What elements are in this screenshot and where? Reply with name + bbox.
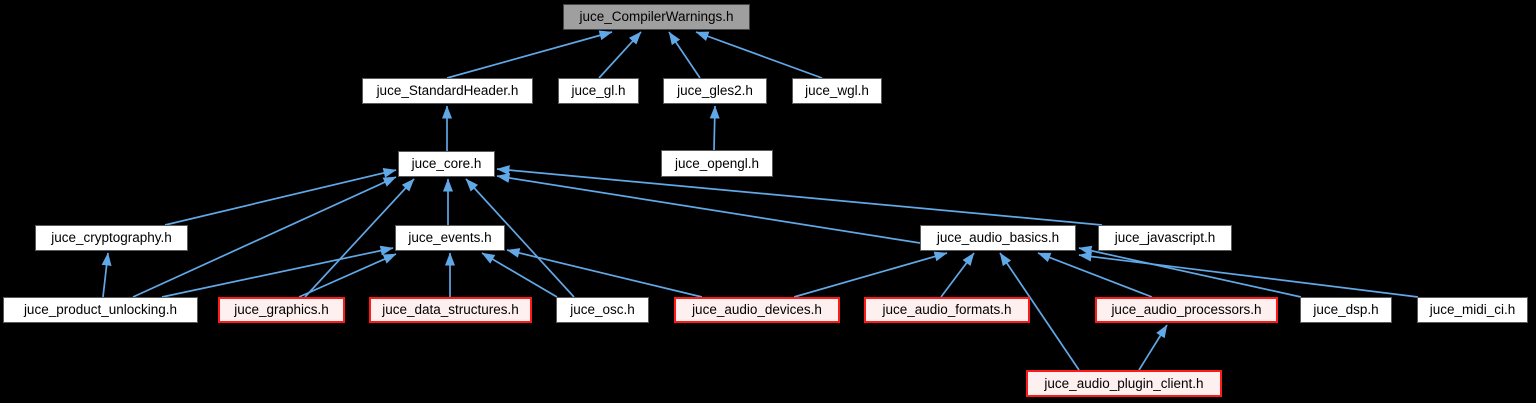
graph-node-audio_basics[interactable]: juce_audio_basics.h — [920, 225, 1076, 251]
graph-node-label: juce_StandardHeader.h — [376, 83, 519, 99]
edge-audio_formats-to-audio_basics — [940, 252, 975, 298]
edge-midi_ci-to-audio_basics — [1078, 251, 1419, 298]
graph-node-label: juce_events.h — [408, 230, 492, 246]
edge-osc-to-core — [465, 178, 575, 298]
graph-node-gl[interactable]: juce_gl.h — [558, 78, 639, 104]
graph-node-osc[interactable]: juce_osc.h — [556, 297, 649, 323]
graph-node-label: juce_data_structures.h — [382, 302, 519, 318]
edge-audio_basics-to-core — [496, 173, 921, 244]
graph-node-label: juce_gles2.h — [677, 83, 753, 99]
graph-node-data_structures[interactable]: juce_data_structures.h — [369, 297, 532, 323]
graph-node-label: juce_graphics.h — [234, 302, 329, 318]
graph-node-opengl[interactable]: juce_opengl.h — [661, 150, 773, 177]
graph-node-label: juce_audio_devices.h — [692, 302, 822, 318]
graph-node-compiler_warnings: juce_CompilerWarnings.h — [563, 4, 750, 30]
graph-node-product_unlocking[interactable]: juce_product_unlocking.h — [3, 297, 198, 323]
edge-graphics-to-core — [304, 178, 415, 298]
edge-cryptography-to-core — [164, 168, 397, 226]
edge-graphics-to-events — [298, 253, 397, 298]
graph-node-audio_devices[interactable]: juce_audio_devices.h — [674, 297, 840, 323]
graph-node-label: juce_wgl.h — [805, 83, 869, 99]
graph-node-core[interactable]: juce_core.h — [398, 151, 495, 177]
graph-node-label: juce_opengl.h — [674, 155, 760, 171]
edge-gles2-to-compiler_warnings — [668, 31, 701, 79]
graph-node-javascript[interactable]: juce_javascript.h — [1098, 225, 1232, 251]
edge-opengl-to-gles2 — [709, 105, 720, 151]
graph-node-dsp[interactable]: juce_dsp.h — [1300, 297, 1392, 323]
graph-node-label: juce_audio_processors.h — [1111, 302, 1262, 318]
edge-gl-to-compiler_warnings — [598, 31, 642, 79]
graph-node-label: juce_midi_ci.h — [1429, 302, 1516, 318]
graph-node-standard_header[interactable]: juce_StandardHeader.h — [362, 78, 533, 104]
graph-node-label: juce_cryptography.h — [51, 230, 172, 246]
graph-node-midi_ci[interactable]: juce_midi_ci.h — [1417, 297, 1528, 323]
graph-node-graphics[interactable]: juce_graphics.h — [218, 297, 345, 323]
graph-node-audio_processors[interactable]: juce_audio_processors.h — [1095, 297, 1278, 323]
graph-node-label: juce_audio_basics.h — [936, 230, 1060, 246]
graph-node-label: juce_product_unlocking.h — [23, 302, 178, 318]
edge-audio_devices-to-audio_basics — [793, 251, 948, 298]
graph-node-cryptography[interactable]: juce_cryptography.h — [35, 225, 188, 251]
graph-node-label: juce_gl.h — [571, 83, 626, 99]
graph-node-label: juce_core.h — [411, 156, 482, 172]
edge-product_unlocking-to-core — [132, 176, 397, 298]
graph-node-label: juce_javascript.h — [1114, 230, 1216, 246]
graph-node-plugin_client[interactable]: juce_audio_plugin_client.h — [1026, 370, 1222, 397]
graph-node-wgl[interactable]: juce_wgl.h — [792, 78, 882, 104]
graph-node-gles2[interactable]: juce_gles2.h — [663, 78, 767, 104]
edge-wgl-to-compiler_warnings — [695, 31, 823, 79]
graph-node-events[interactable]: juce_events.h — [395, 225, 505, 251]
graph-node-audio_formats[interactable]: juce_audio_formats.h — [864, 297, 1030, 323]
graph-node-label: juce_osc.h — [570, 302, 635, 318]
edge-audio_processors-to-audio_basics — [1037, 252, 1153, 298]
graph-node-label: juce_CompilerWarnings.h — [579, 9, 734, 25]
edge-javascript-to-core — [496, 165, 1103, 226]
edge-osc-to-events — [481, 252, 558, 298]
edge-standard_header-to-compiler_warnings — [446, 30, 613, 79]
edge-plugin_client-to-audio_processors — [1138, 324, 1168, 371]
edge-product_unlocking-to-cryptography — [101, 252, 112, 298]
edge-dsp-to-audio_basics — [1078, 245, 1302, 298]
graph-node-label: juce_dsp.h — [1313, 302, 1379, 318]
edge-plugin_client-to-audio_basics — [999, 252, 1080, 371]
graph-node-label: juce_audio_plugin_client.h — [1044, 375, 1204, 391]
edge-product_unlocking-to-events — [161, 245, 394, 298]
graph-node-label: juce_audio_formats.h — [882, 302, 1012, 318]
edge-audio_devices-to-events — [506, 248, 703, 298]
